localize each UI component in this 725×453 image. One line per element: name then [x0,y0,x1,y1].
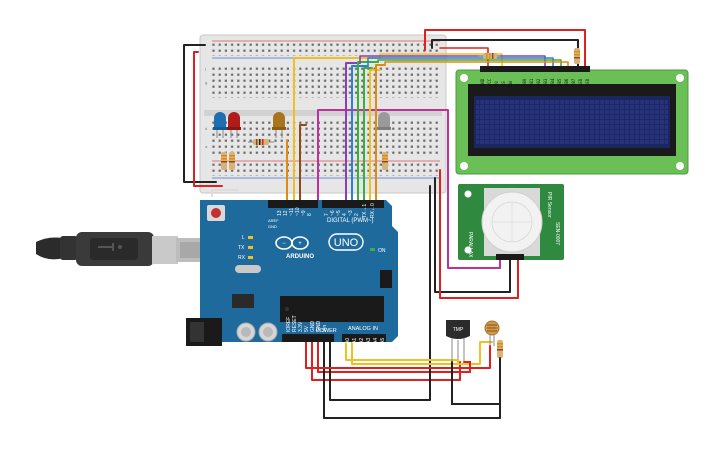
usb-cable-icon [36,232,204,266]
pin-label: GND [316,321,322,333]
pin-label: A5 [380,338,386,344]
power-label: POWER [316,328,337,334]
resistor-icon[interactable] [478,53,500,59]
on-label: ON [378,248,386,254]
pir-mid-label: PARALLAX [467,232,473,258]
pin-label: A0 [345,338,351,344]
pir-left-label: PIR Sensor [546,192,552,218]
pin-label: A4 [373,338,379,344]
pin-label: 7 [324,213,330,216]
pin-label: ~3 [348,210,354,216]
pin-label: ~10 [295,207,301,216]
resistor-icon[interactable] [574,48,580,64]
pin-label: IOREF [286,317,292,332]
pin-label: 2 [354,213,360,216]
resistor-icon[interactable] [497,340,503,358]
digital-pin-labels: 13 12 ~11 ~10 ~9 8 7 ~6 ~5 4 ~3 2 TX→1 R… [277,203,376,218]
resistor-icon[interactable] [221,152,235,170]
pin-label: ~11 [289,208,295,216]
pir-right-label: SEN-0007 [554,222,560,245]
model-label: UNO [334,237,359,249]
svg-text:DB1: DB1 [529,78,534,86]
led-red-icon[interactable] [227,112,241,138]
svg-text:DB5: DB5 [557,78,562,86]
pin-label: 8 [307,213,313,216]
pin-label: A3 [366,338,372,344]
rx-label: RX [238,255,246,261]
pin-label: 3.3V [298,321,304,332]
resistor-icon[interactable] [248,139,274,145]
svg-text:E: E [515,83,520,86]
svg-text:LED: LED [585,78,590,86]
arduino-logo: − + ARDUINO [275,236,314,260]
analog-pin-labels: A0 A1 A2 A3 A4 A5 [345,338,386,344]
svg-text:RS: RS [501,81,506,86]
svg-text:DB2: DB2 [536,78,541,86]
svg-text:V0: V0 [494,81,499,86]
pin-label: ~6 [330,210,336,216]
pin-label: 12 [283,210,289,216]
sensor-wires [451,345,501,405]
wires [183,29,586,419]
pin-label: A2 [359,338,365,344]
svg-text:RW: RW [508,81,513,86]
row-letter: d [205,126,207,131]
row-letter: j [204,66,206,71]
uno-badge: UNO [328,233,364,251]
tx-label: TX [238,245,245,251]
led-blue-icon[interactable] [213,112,227,138]
pin-label: 4 [342,213,348,216]
l-label: L [242,235,245,241]
svg-text:DB0: DB0 [522,78,527,86]
svg-text:−: − [282,241,286,247]
aref-label: AREF [268,218,279,223]
svg-text:DB4: DB4 [550,78,555,86]
arduino-uno-board: DIGITAL (PWM~) AREF GND L TX RX ON − + A… [186,200,398,346]
pin-label: 13 [277,210,283,216]
pin-label: 5V [304,325,310,332]
svg-text:VCC: VCC [487,78,492,86]
power-pin-labels: IOREF RESET 3.3V 5V GND GND Vin [286,315,328,332]
svg-text:DB6: DB6 [564,78,569,86]
pin-label: RX←0 [370,203,376,218]
pin-label: TX→1 [362,204,368,218]
led-orange-icon[interactable] [272,112,286,138]
tmp-label: TMP [453,327,464,333]
temperature-sensor-icon[interactable]: TMP [446,320,470,362]
svg-text:LED: LED [578,78,583,86]
pin-label: GND [310,321,316,333]
svg-text:DB7: DB7 [571,78,576,86]
row-letter: g [205,80,207,85]
svg-text:+: + [298,241,302,247]
digital-label: DIGITAL (PWM~) [327,218,374,224]
capacitor-icon [236,322,278,342]
lcd-pin-labels: GND VCC V0 RS RW E DB0 DB1 DB2 DB3 DB4 D… [480,78,590,86]
row-letter: a [205,144,208,149]
photoresistor-icon[interactable] [484,320,500,346]
pin-label: Vin [322,325,328,332]
pir-sensor: PARALLAX PIR Sensor SEN-0007 [458,184,564,260]
pin-label: RESET [292,315,298,332]
chip-icon [280,296,384,322]
pin-label: ~9 [301,210,307,216]
pin-label: ~5 [336,210,342,216]
pin-label: A1 [352,338,358,344]
analog-label: ANALOG IN [348,326,378,332]
reset-button-icon[interactable] [207,205,225,221]
svg-text:GND: GND [480,78,485,86]
brand-label: ARDUINO [286,254,314,260]
svg-text:DB3: DB3 [543,78,548,86]
led-white-icon[interactable] [377,112,391,130]
lcd-display: GND VCC V0 RS RW E DB0 DB1 DB2 DB3 DB4 D… [455,66,689,175]
gnd-label: GND [268,224,277,229]
dc-jack-icon [186,318,222,346]
resistor-icon[interactable] [382,152,388,170]
